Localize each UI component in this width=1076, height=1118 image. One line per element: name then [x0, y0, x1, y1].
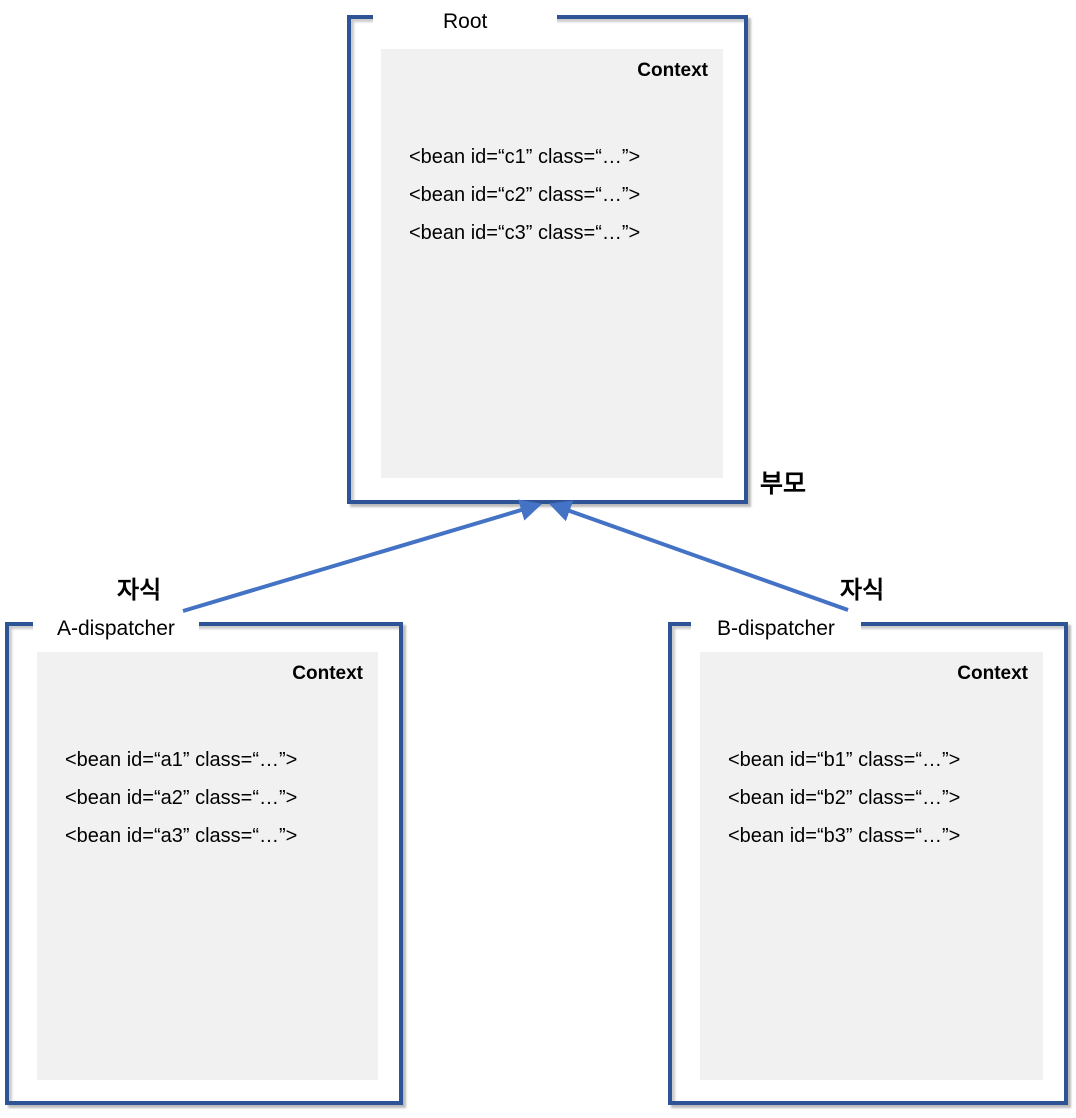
root-context-area: Context <bean id=“c1” class=“…”> <bean i…: [381, 49, 723, 478]
a-dispatcher-context-box: A-dispatcher Context <bean id=“a1” class…: [5, 616, 403, 1105]
b-dispatcher-context-box: B-dispatcher Context <bean id=“b1” class…: [668, 616, 1068, 1105]
b-dispatcher-context-area: Context <bean id=“b1” class=“…”> <bean i…: [700, 652, 1043, 1080]
arrow-a-to-root: [182, 499, 543, 613]
a-dispatcher-bean-definitions: <bean id=“a1” class=“…”> <bean id=“a2” c…: [65, 748, 370, 862]
root-context-label: Context: [637, 60, 708, 81]
bean-definition: <bean id=“a2” class=“…”>: [65, 787, 298, 809]
a-dispatcher-context-label: Context: [292, 663, 363, 684]
child-label-right: 자식: [840, 577, 885, 604]
a-dispatcher-context-area: Context <bean id=“a1” class=“…”> <bean i…: [37, 652, 378, 1080]
root-bean-definitions: <bean id=“c1” class=“…”> <bean id=“c2” c…: [409, 145, 715, 259]
arrow-b-to-root: [548, 500, 849, 612]
bean-definition: <bean id=“a1” class=“…”>: [65, 749, 298, 771]
child-label-left: 자식: [117, 577, 162, 604]
a-dispatcher-box-title: A-dispatcher: [33, 616, 199, 642]
parent-label: 부모: [760, 470, 807, 498]
bean-definition: <bean id=“b1” class=“…”>: [728, 749, 961, 771]
bean-definition: <bean id=“c3” class=“…”>: [409, 222, 641, 244]
bean-definition: <bean id=“c1” class=“…”>: [409, 146, 641, 168]
bean-definition: <bean id=“b2” class=“…”>: [728, 787, 961, 809]
root-context-box: Root Context <bean id=“c1” class=“…”> <b…: [347, 9, 748, 504]
bean-definition: <bean id=“a3” class=“…”>: [65, 825, 298, 847]
b-dispatcher-box-title: B-dispatcher: [691, 616, 861, 642]
b-dispatcher-context-label: Context: [957, 663, 1028, 684]
root-box-title: Root: [373, 9, 558, 35]
bean-definition: <bean id=“b3” class=“…”>: [728, 825, 961, 847]
b-dispatcher-bean-definitions: <bean id=“b1” class=“…”> <bean id=“b2” c…: [728, 748, 1035, 862]
bean-definition: <bean id=“c2” class=“…”>: [409, 184, 641, 206]
